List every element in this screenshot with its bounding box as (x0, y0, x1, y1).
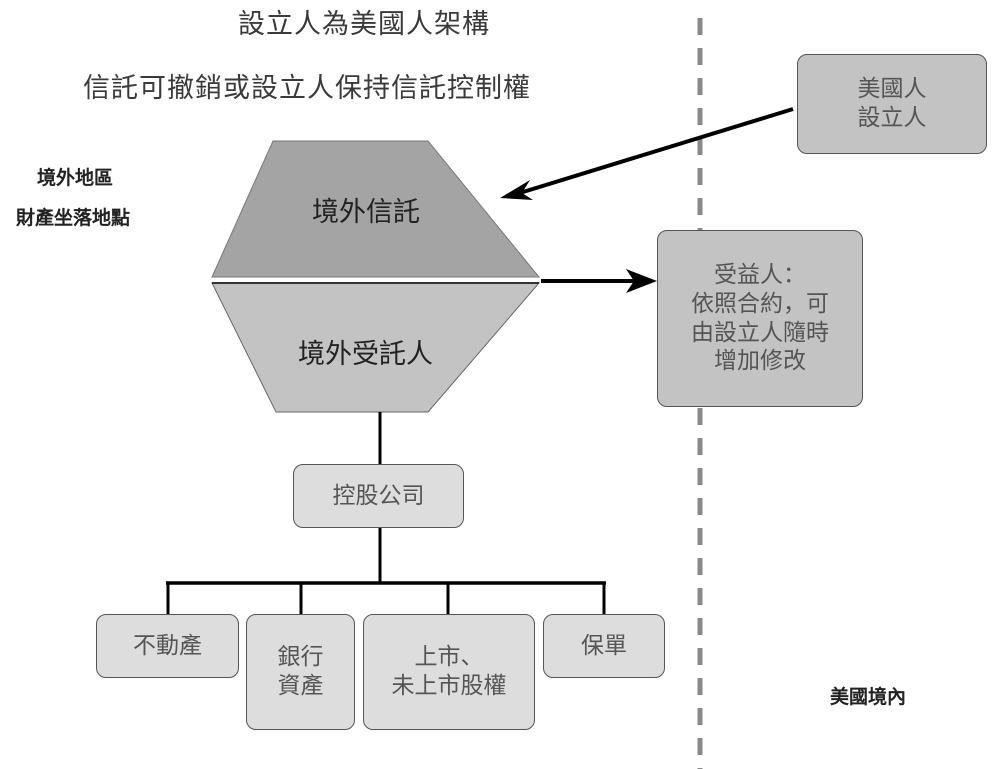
beneficiary-line-3: 由設立人隨時 (691, 319, 829, 346)
asset-bank-line-1: 銀行 (277, 644, 324, 671)
asset-real-estate-node: 不動產 (96, 614, 239, 678)
us-settlor-line-2: 設立人 (857, 105, 927, 131)
us-settlor-line-1: 美國人 (857, 76, 927, 103)
asset-bank-line-2: 資產 (277, 673, 324, 699)
beneficiary-line-4: 增加修改 (714, 348, 806, 375)
beneficiary-arrowhead-icon (626, 269, 657, 293)
asset-bank-node: 銀行 資產 (246, 614, 355, 730)
us-domestic-label: 美國境內 (830, 686, 907, 708)
beneficiary-node: 受益人： 依照合約，可 由設立人隨時 增加修改 (657, 230, 863, 407)
asset-equity-node: 上市、 未上市股權 (363, 614, 535, 730)
offshore-region-label: 境外地區 (37, 167, 114, 189)
beneficiary-line-2: 依照合約，可 (691, 290, 829, 317)
asset-insurance-label: 保單 (581, 632, 627, 659)
diagram-title: 設立人為美國人架構 (238, 9, 490, 40)
beneficiary-line-1: 受益人： (714, 262, 806, 288)
property-location-label: 財產坐落地點 (16, 207, 131, 229)
asset-equity-line-2: 未上市股權 (391, 673, 507, 699)
settlor-arrowhead-icon (500, 180, 533, 200)
offshore-trustee-label: 境外受託人 (298, 339, 433, 370)
us-settlor-node: 美國人 設立人 (797, 54, 987, 154)
settlor-to-trust-arrow (509, 107, 794, 198)
diagram-subtitle: 信託可撤銷或設立人保持信託控制權 (83, 73, 531, 104)
offshore-trust-shape (211, 140, 541, 278)
holding-company-node: 控股公司 (293, 464, 464, 528)
asset-equity-line-1: 上市、 (414, 644, 484, 671)
asset-real-estate-label: 不動產 (133, 632, 202, 659)
holding-company-label: 控股公司 (332, 482, 425, 509)
offshore-trust-label: 境外信託 (312, 197, 420, 228)
asset-insurance-node: 保單 (543, 614, 665, 678)
